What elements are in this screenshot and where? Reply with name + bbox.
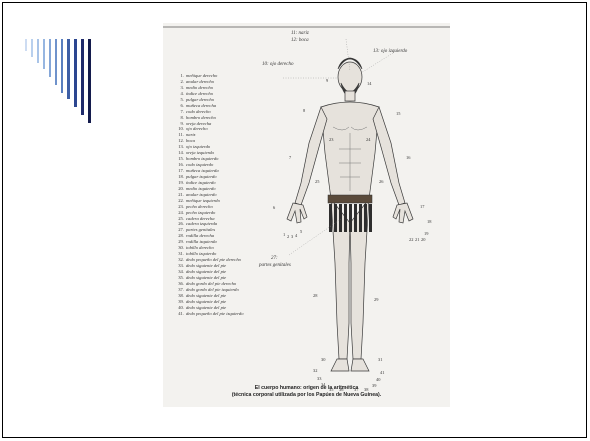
label-mouth: 12: boca bbox=[291, 38, 309, 43]
legend-text: medio izquierdo bbox=[186, 186, 216, 191]
body-marker: 23 bbox=[329, 137, 333, 142]
body-marker: 19 bbox=[424, 231, 428, 236]
legend-text: dedo siguiente del pie bbox=[186, 293, 226, 298]
legend-text: índice derecho bbox=[186, 91, 213, 96]
legend-text: pulgar derecho bbox=[186, 97, 214, 102]
legend-text: dedo pequeño del pie derecho bbox=[186, 257, 241, 262]
body-marker: 7 bbox=[289, 155, 291, 160]
body-marker: 18 bbox=[427, 219, 431, 224]
body-part-legend: 1.meñique derecho2.anular derecho3.medio… bbox=[173, 73, 298, 316]
legend-text: meñique derecho bbox=[186, 73, 217, 78]
legend-text: dedo gordo del pie izquierdo bbox=[186, 287, 239, 292]
legend-number: 41. bbox=[173, 311, 184, 317]
label-right-eye: 10: ojo derecho bbox=[262, 62, 293, 67]
body-marker: 20 bbox=[421, 237, 425, 242]
body-marker: 17 bbox=[420, 204, 424, 209]
legend-text: anular izquierdo bbox=[186, 192, 217, 197]
body-marker: 1 bbox=[283, 232, 285, 237]
legend-text: rodilla derecha bbox=[186, 233, 214, 238]
label-left-eye: 13: ojo izquierdo bbox=[373, 49, 407, 54]
legend-text: muñeca derecha bbox=[186, 103, 216, 108]
body-marker: 31 bbox=[378, 357, 382, 362]
legend-text: oreja izquierda bbox=[186, 150, 214, 155]
body-marker: 26 bbox=[379, 179, 383, 184]
legend-text: hombro derecho bbox=[186, 115, 216, 120]
legend-text: dedo pequeño del pie izquierdo bbox=[186, 311, 244, 316]
body-marker: 4 bbox=[295, 233, 297, 238]
legend-text: partes genitales bbox=[186, 227, 215, 232]
legend-text: tobillo derecho bbox=[186, 245, 214, 250]
caption-title: El cuerpo humano: origen de la aritmétic… bbox=[163, 385, 450, 391]
legend-text: pecho derecho bbox=[186, 204, 213, 209]
body-marker: 16 bbox=[406, 155, 410, 160]
body-marker: 29 bbox=[374, 297, 378, 302]
legend-text: oreja derecha bbox=[186, 121, 211, 126]
legend-text: medio derecho bbox=[186, 85, 213, 90]
body-marker: 8 bbox=[303, 108, 305, 113]
legend-text: codo derecho bbox=[186, 109, 211, 114]
legend-text: hombro izquierdo bbox=[186, 156, 218, 161]
caption-subtitle: (técnica corporal utilizada por los Papú… bbox=[163, 392, 450, 398]
legend-text: nariz bbox=[186, 132, 195, 137]
body-marker: 21 bbox=[415, 237, 419, 242]
decorative-bars bbox=[23, 33, 113, 133]
label-nose: 11: nariz bbox=[291, 31, 309, 36]
legend-text: dedo siguiente del pie bbox=[186, 299, 226, 304]
legend-text: cadera izquierda bbox=[186, 221, 217, 226]
legend-text: dedo gordo del pie derecho bbox=[186, 281, 236, 286]
legend-text: dedo siguiente del pie bbox=[186, 305, 226, 310]
legend-text: pecho izquierdo bbox=[186, 210, 215, 215]
legend-text: rodilla izquierda bbox=[186, 239, 217, 244]
legend-text: boca bbox=[186, 138, 195, 143]
legend-text: dedo siguiente del pie bbox=[186, 263, 226, 268]
body-marker: 15 bbox=[396, 111, 400, 116]
body-marker: 30 bbox=[321, 357, 325, 362]
legend-text: pulgar izquierdo bbox=[186, 174, 217, 179]
body-marker: 28 bbox=[313, 293, 317, 298]
legend-text: anular derecho bbox=[186, 79, 214, 84]
body-marker: 5 bbox=[300, 229, 302, 234]
body-marker: 32 bbox=[313, 368, 317, 373]
body-marker: 6 bbox=[273, 205, 275, 210]
legend-text: cadera derecha bbox=[186, 216, 215, 221]
legend-text: dedo siguiente del pie bbox=[186, 269, 226, 274]
body-marker: 41 bbox=[380, 370, 384, 375]
legend-text: meñique izquierdo bbox=[186, 198, 220, 203]
legend-text: dedo siguiente del pie bbox=[186, 275, 226, 280]
legend-text: ojo izquierdo bbox=[186, 144, 210, 149]
body-marker: 22 bbox=[409, 237, 413, 242]
body-marker: 33 bbox=[317, 376, 321, 381]
legend-text: índice izquierdo bbox=[186, 180, 216, 185]
legend-text: ojo derecho bbox=[186, 126, 208, 131]
figure-plate: 11: nariz 12: boca 10: ojo derecho 13: o… bbox=[163, 23, 450, 407]
body-marker: 9 bbox=[326, 78, 328, 83]
body-marker: 3 bbox=[291, 234, 293, 239]
body-marker: 14 bbox=[367, 81, 371, 86]
body-marker: 40 bbox=[376, 377, 380, 382]
legend-text: codo izquierdo bbox=[186, 162, 213, 167]
body-marker: 24 bbox=[366, 137, 370, 142]
legend-text: muñeca izquierda bbox=[186, 168, 219, 173]
legend-text: tobillo izquierdo bbox=[186, 251, 216, 256]
legend-item: 41.dedo pequeño del pie izquierdo bbox=[173, 311, 298, 317]
body-marker: 25 bbox=[315, 179, 319, 184]
body-marker: 2 bbox=[287, 234, 289, 239]
